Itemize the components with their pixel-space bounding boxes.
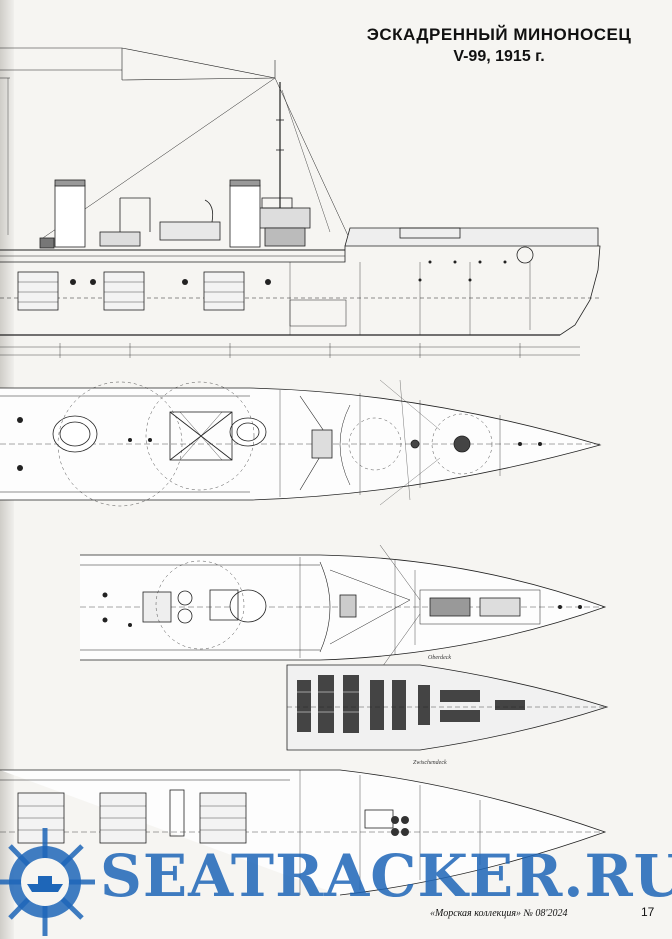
watermark-text: SEATRACKER.RU	[100, 842, 672, 910]
page-title: ЭСКАДРЕННЫЙ МИНОНОСЕЦ V-99, 1915 г.	[340, 24, 658, 67]
side-profile-view	[0, 47, 601, 358]
lower-deck-plan-view	[286, 664, 609, 751]
main-deck-plan-view	[80, 544, 607, 671]
oberdeck-label: Oberdeck	[428, 655, 452, 661]
upper-deck-plan-view	[0, 379, 602, 507]
hold-plan-view	[0, 769, 607, 896]
ship-wheel-logo-icon	[0, 828, 95, 936]
title-line-2: V-99, 1915 г.	[453, 48, 545, 65]
title-line-1: ЭСКАДРЕННЫЙ МИНОНОСЕЦ	[366, 25, 632, 44]
magazine-footer: «Морская коллекция» № 08'2024	[430, 908, 568, 919]
zwischendeck-label: Zwischendeck	[413, 760, 447, 766]
page-number: 17	[641, 905, 655, 919]
